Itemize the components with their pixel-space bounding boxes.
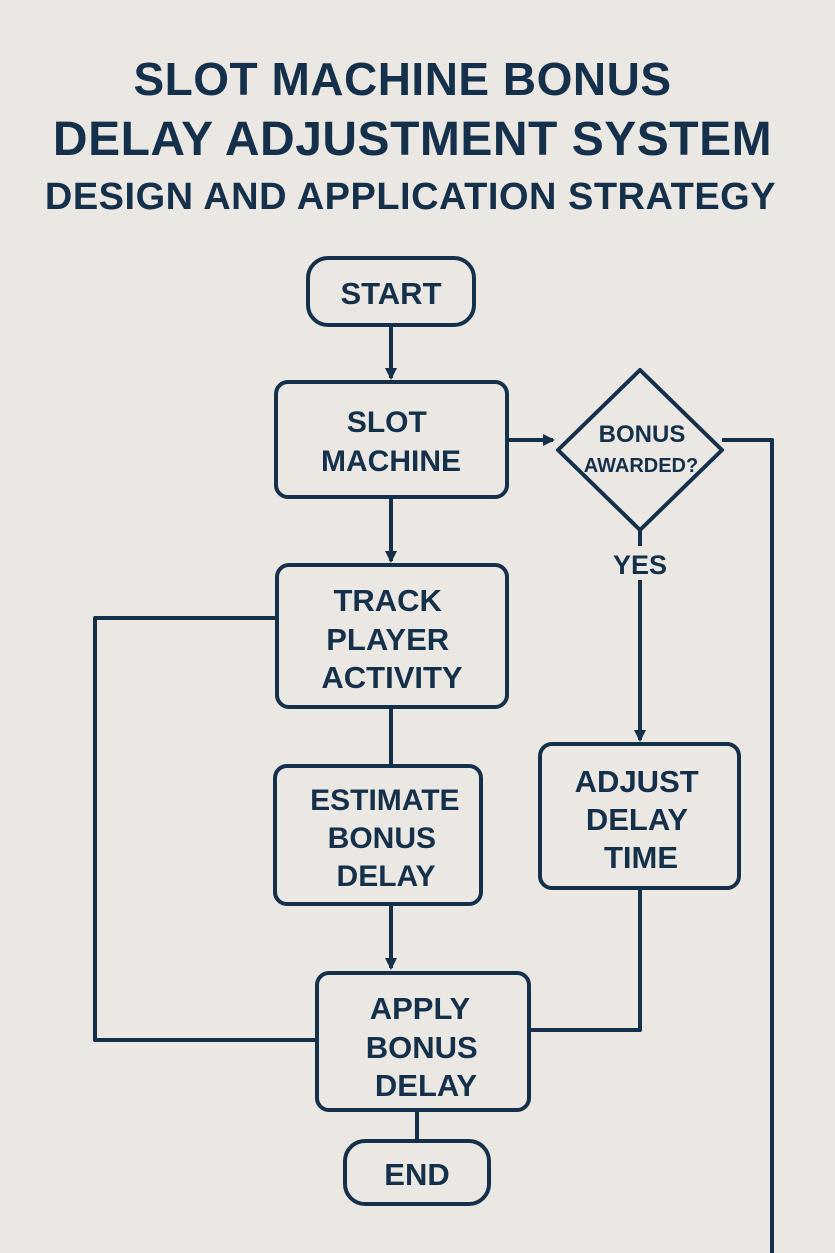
- apply-bonus-delay-label: APPLY BONUS DELAY: [366, 991, 487, 1103]
- track-player-activity-node: [275, 563, 509, 709]
- end-node: [343, 1139, 491, 1206]
- yes-edge-label: YES: [613, 550, 667, 580]
- diagram-subtitle: DESIGN AND APPLICATION STRATEGY: [44, 176, 777, 218]
- track-player-activity-label: TRACK PLAYER ACTIVITY: [321, 583, 463, 695]
- slot-machine-label: SLOT MACHINE: [321, 406, 461, 478]
- start-label: START: [340, 276, 441, 311]
- start-node: [306, 256, 476, 327]
- estimate-bonus-delay-label: ESTIMATE BONUS DELAY: [310, 784, 468, 893]
- bonus-awarded-label: BONUS: [599, 421, 686, 448]
- estimate-bonus-delay-node: [273, 764, 483, 906]
- edge-adjust-delay-to-apply-delay: [529, 888, 642, 1032]
- bonus-awarded-decision: [556, 368, 724, 532]
- end-label: END: [384, 1157, 449, 1192]
- slot-machine-node: [274, 380, 509, 499]
- edge-bonus-awarded-no-branch: [722, 438, 774, 1253]
- adjust-delay-time-node: [538, 742, 741, 890]
- diagram-title-line-1: SLOT MACHINE BONUS: [133, 53, 672, 105]
- diagram-title-line-2: DELAY ADJUSTMENT SYSTEM: [52, 113, 773, 166]
- apply-bonus-delay-node: [315, 971, 531, 1112]
- edge-track-activity-loop-to-apply-delay: [93, 616, 317, 1042]
- adjust-delay-time-label: ADJUST DELAY TIME: [575, 764, 708, 875]
- bonus-awarded-label-line-2: AWARDED?: [584, 455, 698, 477]
